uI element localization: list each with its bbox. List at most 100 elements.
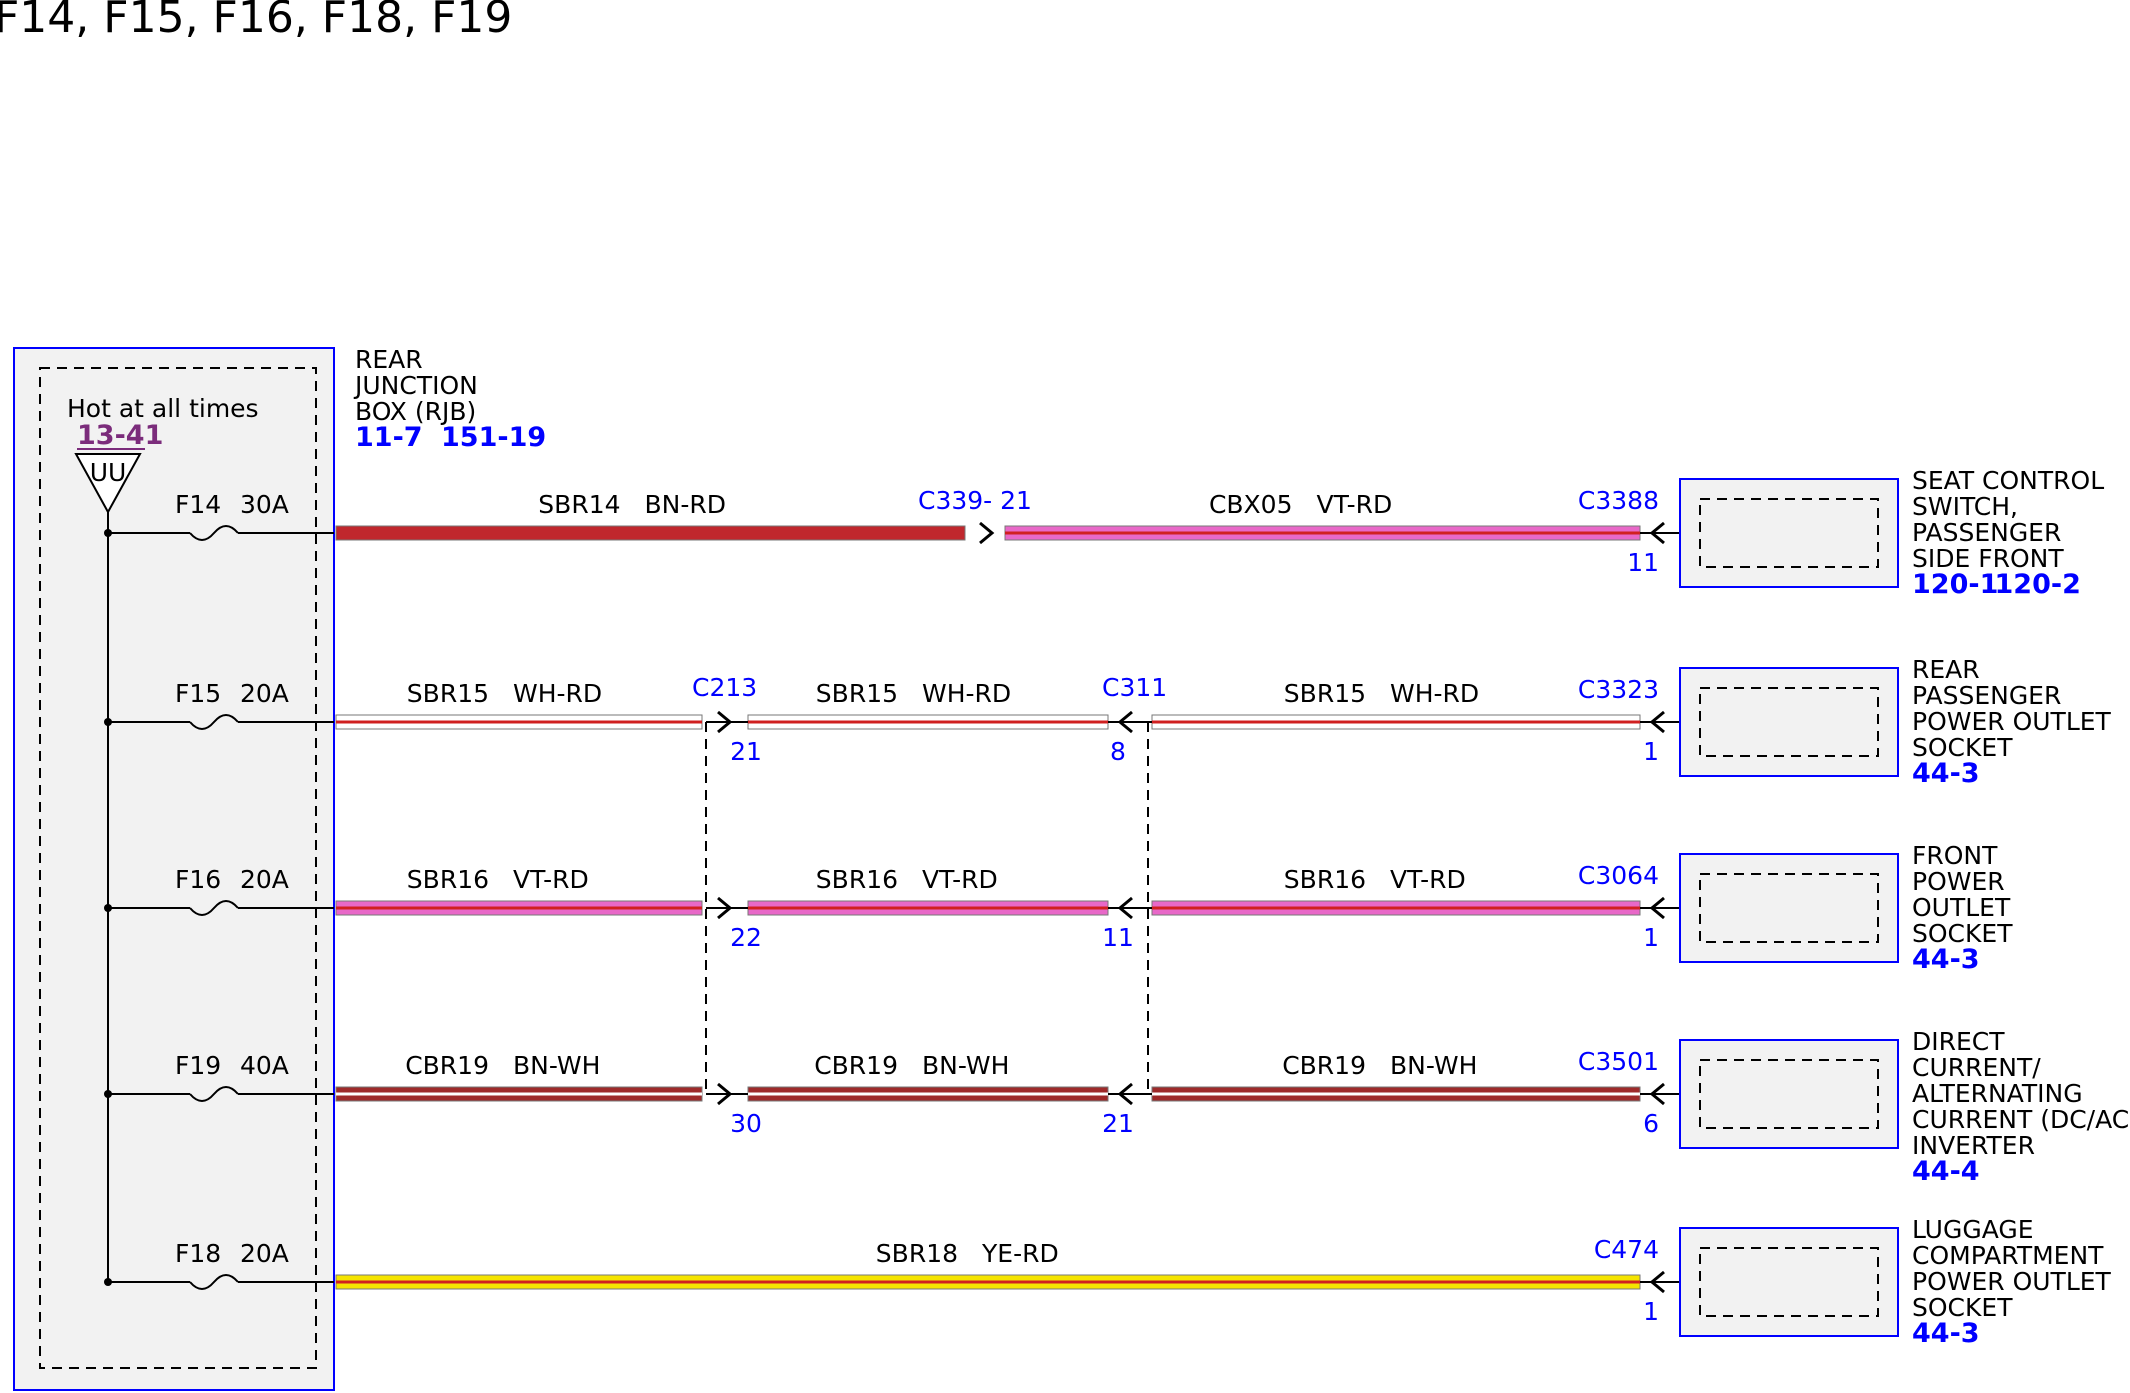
inline-pin-label: 8 (1110, 737, 1126, 766)
rjb-box (13, 347, 335, 1391)
wire-circuit-label: SBR18 (876, 1239, 958, 1268)
wire-segment-stripe (336, 906, 702, 910)
wire-color-label: BN-WH (513, 1051, 600, 1080)
wire-segment-stripe (336, 1092, 702, 1096)
component-label: SIDE FRONT (1912, 544, 2064, 573)
wire-circuit-label: SBR15 (816, 679, 898, 708)
rjb-label-line-2: JUNCTION (353, 371, 478, 400)
wire-color-label: VT-RD (922, 865, 998, 894)
end-connector-label[interactable]: C3323 (1578, 675, 1659, 704)
fuse-label: F19 (175, 1051, 221, 1080)
fuse-label: F15 (175, 679, 221, 708)
component-ref-link[interactable]: 44-3 (1912, 758, 1980, 789)
fuse-rating-label: 40A (240, 1051, 289, 1080)
component-inner-dashed (1699, 873, 1879, 943)
component-inner-dashed (1699, 498, 1879, 568)
component-label: CURRENT (DC/AC) (1912, 1105, 2130, 1134)
component-ref-link[interactable]: 120-2 (1995, 569, 2081, 600)
component-inner-dashed (1699, 1059, 1879, 1129)
wire-circuit-label: SBR15 (407, 679, 489, 708)
component-box (1679, 1039, 1899, 1149)
inline-connector-label[interactable]: C339- 21 (918, 486, 1032, 515)
component-label: SOCKET (1912, 919, 2013, 948)
component-ref-link[interactable]: 44-3 (1912, 944, 1980, 975)
inline-pin-label: 22 (730, 923, 762, 952)
component-label: CURRENT/ (1912, 1053, 2041, 1082)
end-connector-label[interactable]: C3501 (1578, 1047, 1659, 1076)
wire-color-label: VT-RD (1390, 865, 1466, 894)
inline-pin-label: 21 (1102, 1109, 1134, 1138)
component-label: PASSENGER (1912, 681, 2061, 710)
wire-color-label: BN-RD (645, 490, 727, 519)
inline-connector-chevron (979, 521, 995, 545)
wire-segment-stripe (748, 720, 1108, 724)
component-label: POWER (1912, 867, 2005, 896)
component-label: ALTERNATING (1912, 1079, 2083, 1108)
wire-circuit-label: CBR19 (405, 1051, 489, 1080)
fuse-symbol (189, 714, 239, 730)
wire-segment (335, 525, 966, 541)
fuse-symbol (189, 1086, 239, 1102)
fuse-label: F16 (175, 865, 221, 894)
wire-circuit-label: SBR16 (816, 865, 898, 894)
wire-circuit-label: SBR15 (1284, 679, 1366, 708)
component-box (1679, 478, 1899, 588)
inline-pin-label: 30 (730, 1109, 762, 1138)
diagram-title: F14, F15, F16, F18, F19 (0, 0, 512, 43)
wire-color-label: VT-RD (1317, 490, 1393, 519)
fuse-rating-label: 20A (240, 865, 289, 894)
component-ref-link[interactable]: 120-1 (1912, 569, 1998, 600)
component-label: FRONT (1912, 841, 1998, 870)
inline-connector-label[interactable]: C213 (692, 673, 757, 702)
rjb-ref-link[interactable]: 11-7 (355, 422, 423, 453)
uu-connector-triangle (74, 453, 142, 515)
fuse-symbol (189, 1274, 239, 1290)
end-connector-chevron (1649, 521, 1665, 545)
wire-circuit-label: SBR16 (407, 865, 489, 894)
fuse-rating-label: 30A (240, 490, 289, 519)
wire-circuit-label: CBR19 (1282, 1051, 1366, 1080)
fuse-label: F14 (175, 490, 221, 519)
component-label: OUTLET (1912, 893, 2011, 922)
wire-segment-stripe (1005, 531, 1640, 535)
end-pin-label: 11 (1627, 548, 1659, 577)
wire-segment-stripe (748, 1092, 1108, 1096)
component-label: COMPARTMENT (1912, 1241, 2104, 1270)
component-ref-link[interactable]: 44-3 (1912, 1318, 1980, 1349)
end-pin-label: 6 (1643, 1109, 1659, 1138)
wire-circuit-label: CBR19 (814, 1051, 898, 1080)
component-box (1679, 853, 1899, 963)
component-ref-link[interactable]: 44-4 (1912, 1156, 1980, 1187)
end-connector-chevron (1649, 896, 1665, 920)
hot-ref-link[interactable]: 13-41 (77, 420, 163, 451)
end-connector-chevron (1649, 1270, 1665, 1294)
component-label: SWITCH, (1912, 492, 2018, 521)
hot-at-all-times-label: Hot at all times (67, 394, 259, 423)
end-pin-label: 1 (1643, 923, 1659, 952)
fuse-rating-label: 20A (240, 1239, 289, 1268)
end-connector-chevron (1649, 1082, 1665, 1106)
component-label: INVERTER (1912, 1131, 2035, 1160)
rjb-label-line-1: REAR (355, 345, 423, 374)
inline-connector-label[interactable]: C311 (1102, 673, 1167, 702)
fuse-symbol (189, 900, 239, 916)
uu-connector-label: UU (90, 458, 127, 487)
wire-circuit-label: SBR16 (1284, 865, 1366, 894)
wire-color-label: WH-RD (513, 679, 602, 708)
component-box (1679, 1227, 1899, 1337)
inline-pin-label: 11 (1102, 923, 1134, 952)
end-connector-label[interactable]: C474 (1594, 1235, 1659, 1264)
end-connector-chevron (1649, 710, 1665, 734)
end-pin-label: 1 (1643, 1297, 1659, 1326)
wire-color-label: WH-RD (922, 679, 1011, 708)
component-label: DIRECT (1912, 1027, 2005, 1056)
end-connector-label[interactable]: C3388 (1578, 486, 1659, 515)
rjb-ref-link[interactable]: 151-19 (441, 422, 546, 453)
end-connector-label[interactable]: C3064 (1578, 861, 1659, 890)
wire-segment-stripe (1152, 720, 1640, 724)
component-label: LUGGAGE (1912, 1215, 2034, 1244)
wire-color-label: WH-RD (1390, 679, 1479, 708)
component-inner-dashed (1699, 687, 1879, 757)
